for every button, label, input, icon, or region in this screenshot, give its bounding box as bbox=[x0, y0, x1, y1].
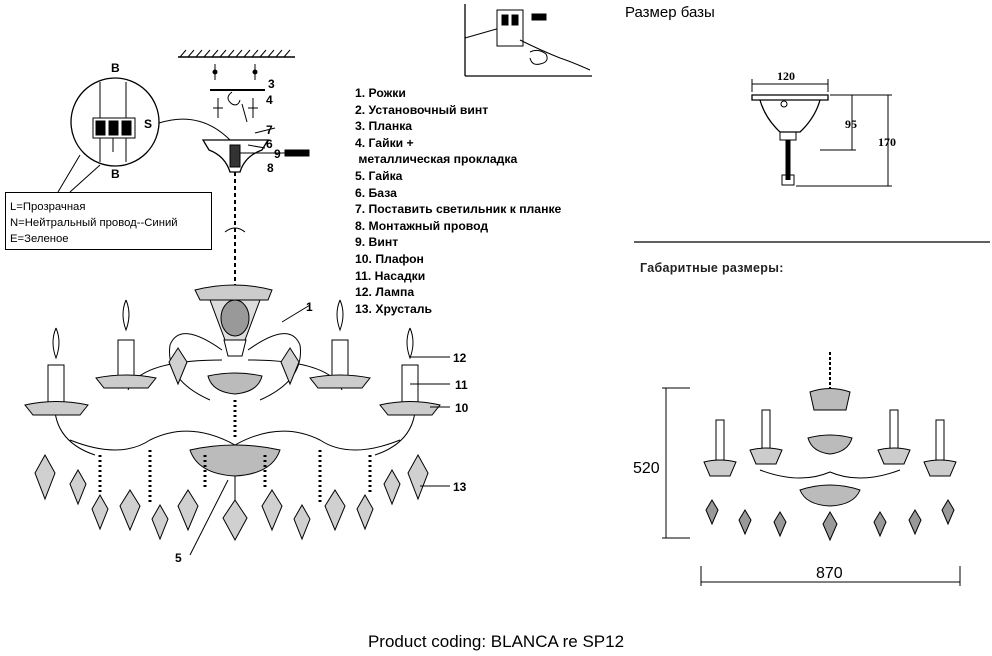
parts-list-item: 13. Хрусталь bbox=[355, 301, 432, 316]
base-dimension-drawing bbox=[751, 79, 892, 187]
parts-list-item: 1. Рожки bbox=[355, 86, 406, 100]
callout-7: 7 bbox=[266, 123, 273, 137]
callout-11: 11 bbox=[455, 378, 468, 392]
chandelier-drawing bbox=[24, 127, 450, 556]
terminal-label-bottom: B bbox=[111, 167, 120, 181]
parts-list-item: 3. Планка bbox=[355, 119, 413, 134]
terminal-label-top: B bbox=[111, 61, 120, 75]
parts-list-item: 8. Монтажный провод bbox=[355, 218, 489, 233]
wiring-legend-line: N=Нейтральный провод--Синий bbox=[10, 217, 178, 229]
callout-4: 4 bbox=[266, 93, 273, 107]
parts-list-item: 11. Насадки bbox=[355, 268, 426, 283]
overall-size-title: Габаритные размеры: bbox=[640, 261, 784, 275]
wiring-legend-line: L=Прозрачная bbox=[10, 201, 86, 213]
base-width-value: 120 bbox=[777, 69, 795, 83]
wiring-legend-line: E=Зеленое bbox=[10, 233, 69, 245]
parts-list-item: 10. Плафон bbox=[355, 251, 424, 266]
base-height-value: 170 bbox=[878, 135, 896, 149]
parts-list-item: металлическая прокладка bbox=[355, 152, 518, 167]
overall-width-value: 870 bbox=[816, 565, 843, 582]
callout-13: 13 bbox=[453, 480, 467, 494]
parts-list: 1. Рожки 2. Установочный винт 3. Планка … bbox=[355, 85, 605, 317]
terminal-label-side: S bbox=[144, 117, 152, 131]
terminal-block-detail bbox=[57, 77, 231, 193]
mounting-hand-inset bbox=[464, 4, 592, 77]
callout-12: 12 bbox=[453, 351, 467, 365]
parts-list-item: 2. Установочный винт bbox=[355, 102, 489, 117]
callout-10: 10 bbox=[455, 401, 469, 415]
callout-8: 8 bbox=[267, 161, 274, 175]
callout-6: 6 bbox=[266, 137, 273, 151]
base-depth-value: 95 bbox=[845, 117, 857, 131]
callout-5: 5 bbox=[175, 551, 182, 565]
overall-dimension-drawing bbox=[662, 352, 961, 586]
callout-3: 3 bbox=[268, 77, 275, 91]
ceiling-plate bbox=[178, 49, 295, 123]
canopy-base bbox=[201, 139, 310, 290]
parts-list-item: 4. Гайки + bbox=[355, 135, 414, 150]
overall-height-value: 520 bbox=[633, 460, 660, 477]
callout-9: 9 bbox=[274, 147, 281, 161]
product-code: Product coding: BLANCA re SP12 bbox=[367, 632, 625, 651]
base-size-title: Размер базы bbox=[625, 4, 715, 21]
parts-list-item: 9. Винт bbox=[355, 235, 399, 250]
parts-list-item: 6. База bbox=[355, 185, 397, 200]
parts-list-item: 7. Поставить светильник к планке bbox=[355, 202, 562, 217]
parts-list-item: 12. Лампа bbox=[355, 285, 415, 300]
wiring-legend: L=Прозрачная N=Нейтральный провод--Синий… bbox=[5, 192, 212, 250]
parts-list-item: 5. Гайка bbox=[355, 168, 403, 183]
callout-1: 1 bbox=[306, 300, 313, 314]
